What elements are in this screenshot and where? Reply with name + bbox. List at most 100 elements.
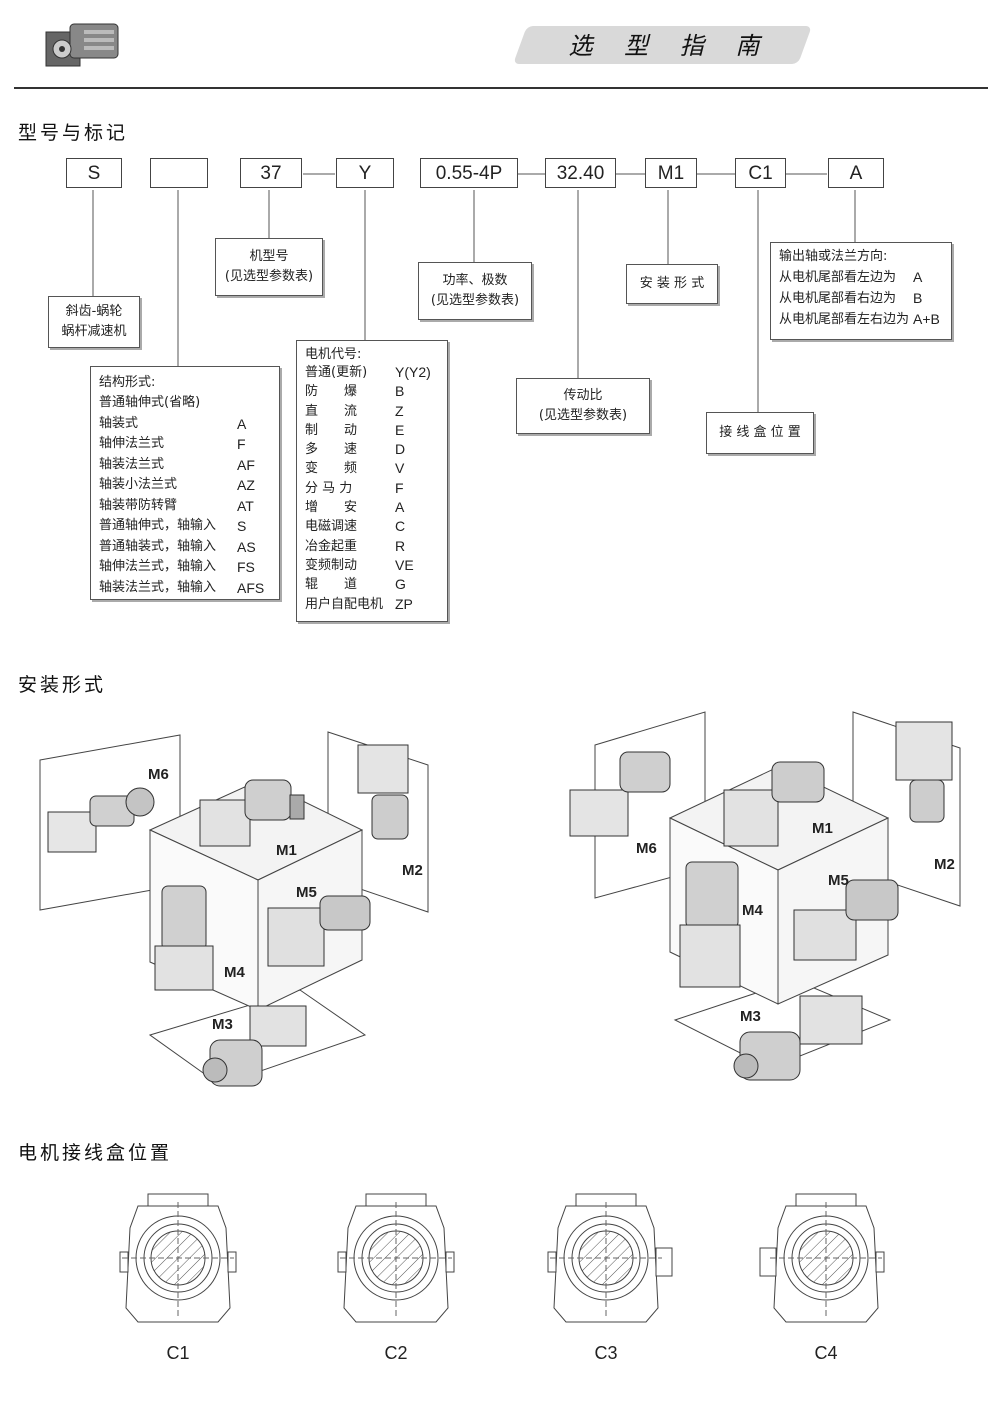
motor-code-name: 分 马 力 bbox=[305, 480, 353, 496]
code-box-shaft: A bbox=[828, 158, 884, 188]
gear-view-4 bbox=[759, 1193, 885, 1323]
motor-code-code: R bbox=[395, 537, 406, 554]
motor-code-code: C bbox=[395, 518, 406, 535]
code-box-size: 37 bbox=[240, 158, 302, 188]
structure-code: FS bbox=[237, 559, 255, 575]
shaft-direction-code: A bbox=[913, 269, 923, 285]
motor-code-name: 电磁调速 bbox=[305, 519, 358, 535]
motor-code-name: 制 动 bbox=[305, 422, 358, 438]
structure-code: S bbox=[237, 518, 247, 534]
motor-code-name: 防 爆 bbox=[305, 384, 358, 400]
mount-label-right-m4: M4 bbox=[742, 902, 763, 919]
motor-code-name: 用户自配电机 bbox=[305, 596, 384, 612]
motor-code-name: 直 流 bbox=[305, 403, 358, 419]
motor-code-row: 冶金起重 R bbox=[305, 537, 439, 556]
motor-code-name: 变 频 bbox=[305, 461, 358, 477]
shaft-direction-code: B bbox=[913, 290, 923, 306]
mount-label-left-m2: M2 bbox=[402, 862, 423, 879]
structure-row: 轴装法兰式，轴输入 AFS bbox=[99, 578, 271, 599]
motor-code-code: D bbox=[395, 441, 406, 458]
structure-name: 普通轴伸式(省略) bbox=[99, 395, 201, 410]
page-title: 选 型 指 南 bbox=[568, 32, 772, 60]
motor-code-row: 用户自配电机 ZP bbox=[305, 595, 439, 614]
motor-code-row: 变频制动 VE bbox=[305, 556, 439, 575]
gear-view-2 bbox=[337, 1193, 455, 1323]
mount-label-left-m6: M6 bbox=[148, 766, 169, 783]
structure-name: 轴装小法兰式 bbox=[99, 477, 178, 492]
note-mount: 安 装 形 式 bbox=[626, 264, 718, 304]
motor-code-name: 变频制动 bbox=[305, 557, 358, 573]
shaft-direction-title: 输出轴或法兰方向: bbox=[779, 249, 888, 264]
code-box-structure bbox=[150, 158, 208, 188]
header-logo-icon bbox=[40, 14, 130, 74]
mount-label-right-m1: M1 bbox=[812, 820, 833, 837]
structure-row: 轴伸法兰式 F bbox=[99, 434, 271, 455]
structure-row: 普通轴伸式(省略) bbox=[99, 393, 271, 414]
motor-code-code: VE bbox=[395, 556, 414, 573]
motor-code-row: 电磁调速 C bbox=[305, 517, 439, 536]
header-divider bbox=[14, 87, 988, 89]
structure-code: A bbox=[237, 415, 247, 432]
structure-row: 轴伸法兰式，轴输入 FS bbox=[99, 557, 271, 578]
terminal-pos-c3: C3 bbox=[594, 1343, 618, 1363]
motor-code-name: 增 安 bbox=[305, 500, 358, 516]
section-title-model: 型号与标记 bbox=[18, 122, 129, 144]
shaft-direction-code: A+B bbox=[913, 311, 940, 327]
structure-code: AFS bbox=[237, 579, 265, 596]
mount-label-right-m3: M3 bbox=[740, 1008, 761, 1025]
section-title-mounting: 安装形式 bbox=[18, 674, 107, 696]
code-box-terminal: C1 bbox=[735, 158, 786, 188]
mount-label-right-m5: M5 bbox=[828, 872, 849, 889]
note-terminal: 接 线 盒 位 置 bbox=[706, 412, 814, 454]
motor-code-code: Z bbox=[395, 402, 404, 419]
motor-code-code: E bbox=[395, 421, 405, 438]
structure-list-title: 结构形式: bbox=[99, 375, 156, 390]
motor-code-row: 普通(更新) Y(Y2) bbox=[305, 363, 439, 382]
mount-label-right-m6: M6 bbox=[636, 840, 657, 857]
structure-name: 轴装法兰式 bbox=[99, 456, 165, 472]
structure-name: 轴装法兰式，轴输入 bbox=[99, 579, 217, 595]
code-box-ratio: 32.40 bbox=[545, 158, 616, 188]
structure-code: F bbox=[237, 436, 246, 452]
motor-code-code: B bbox=[395, 383, 405, 400]
motor-code-code: ZP bbox=[395, 595, 413, 612]
mount-label-left-m3: M3 bbox=[212, 1016, 233, 1033]
structure-name: 轴伸法兰式 bbox=[99, 436, 165, 451]
structure-code: AZ bbox=[237, 477, 255, 493]
code-box-power: 0.55-4P bbox=[420, 158, 518, 188]
mount-label-left-m4: M4 bbox=[224, 964, 245, 981]
structure-code: AT bbox=[237, 497, 254, 514]
gear-view-1 bbox=[119, 1193, 237, 1323]
motor-code-code: A bbox=[395, 499, 405, 516]
motor-code-name: 辊 道 bbox=[305, 577, 358, 593]
motor-code-name: 普通(更新) bbox=[305, 365, 368, 380]
structure-row: 轴装小法兰式 AZ bbox=[99, 475, 271, 496]
motor-code-code: Y(Y2) bbox=[395, 364, 431, 380]
mount-label-left-m5: M5 bbox=[296, 884, 317, 901]
gear-view-3 bbox=[547, 1193, 673, 1323]
code-box-motor: Y bbox=[336, 158, 394, 188]
motor-code-name: 多 速 bbox=[305, 442, 358, 458]
motor-code-code: F bbox=[395, 479, 404, 496]
structure-name: 轴装带防转臂 bbox=[99, 497, 178, 513]
shaft-direction-name: 从电机尾部看左边为 bbox=[779, 270, 897, 285]
mounting-diagram-left bbox=[39, 711, 961, 1087]
note-power: 功率、极数 (见选型参数表) bbox=[418, 262, 532, 320]
mount-label-right-m2: M2 bbox=[934, 856, 955, 873]
motor-code-name: 冶金起重 bbox=[305, 538, 358, 554]
structure-name: 轴伸法兰式，轴输入 bbox=[99, 559, 217, 574]
